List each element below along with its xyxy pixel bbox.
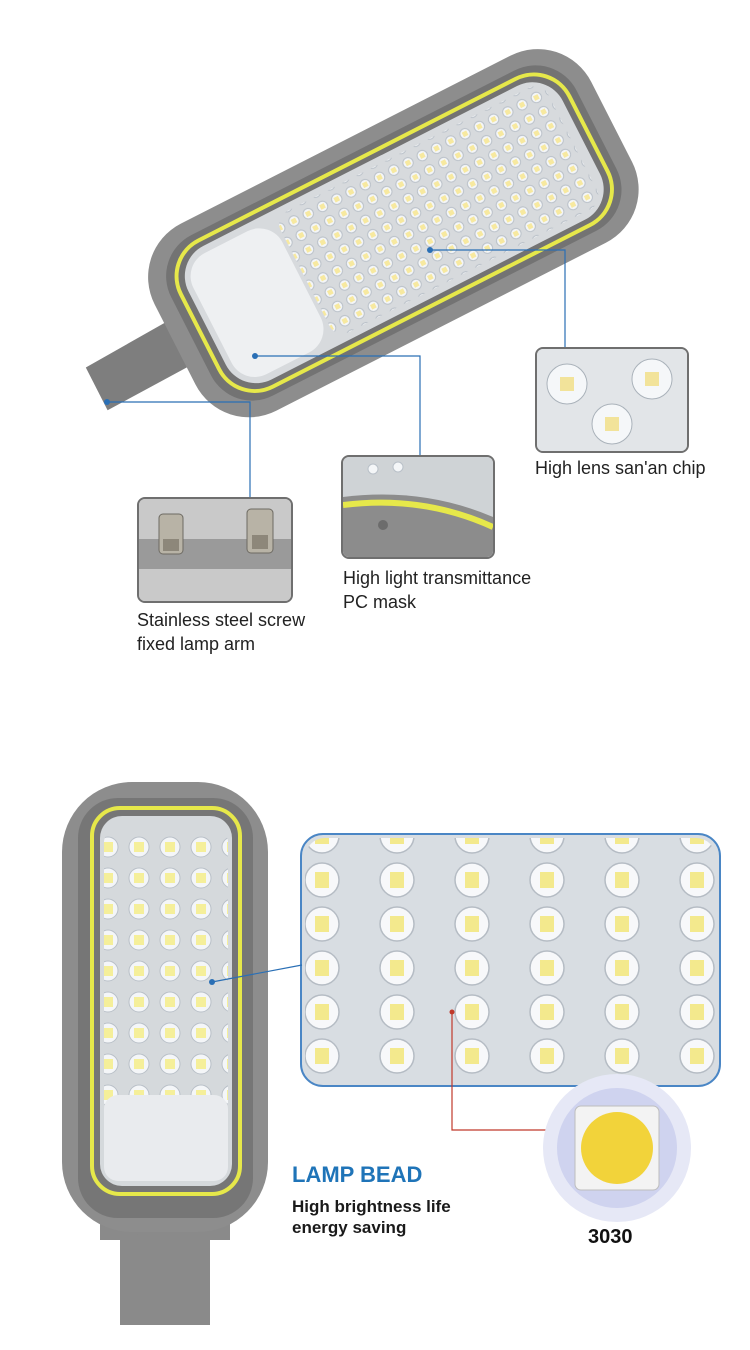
chip-detail-thumbnail [535, 347, 689, 453]
lamp-bead-description: High brightness life energy saving [292, 1196, 451, 1238]
lamp-bead-desc-line2: energy saving [292, 1218, 407, 1237]
chip-caption: High lens san'an chip [535, 456, 706, 480]
street-lamp-angled-illustration [85, 49, 639, 500]
street-lamp-vertical-illustration [62, 782, 721, 1325]
screw-caption: Stainless steel screw fixed lamp arm [137, 608, 305, 656]
screw-detail-thumbnail [137, 497, 293, 603]
pc-mask-caption-line2: PC mask [343, 592, 417, 612]
pc-mask-caption: High light transmittance PC mask [343, 566, 531, 614]
chip-caption-line1: High lens san'an chip [535, 458, 706, 478]
lamp-bead-heading: LAMP BEAD [292, 1162, 423, 1187]
pc-mask-caption-line1: High light transmittance [343, 568, 532, 588]
screw-caption-line1: Stainless steel screw [137, 610, 306, 630]
screw-caption-line2: fixed lamp arm [137, 634, 256, 654]
chip-model-label: 3030 [588, 1226, 633, 1248]
pc-mask-detail-thumbnail [341, 455, 495, 559]
lamp-bead-desc-line1: High brightness life [292, 1197, 451, 1216]
